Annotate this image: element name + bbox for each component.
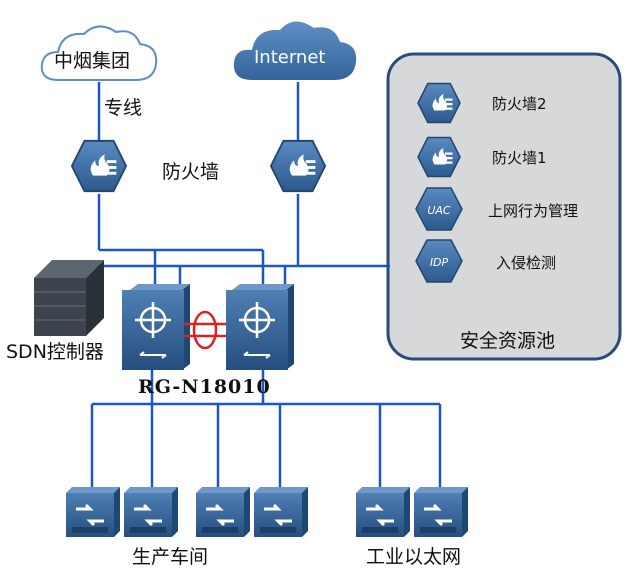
security-pool-title: 安全资源池 xyxy=(460,330,556,352)
core-switch-model-label: RG-N18010 xyxy=(138,376,271,398)
firewall-icon xyxy=(269,139,327,193)
cloud-internet xyxy=(233,21,357,80)
sdn-controller-icon xyxy=(34,260,104,336)
stack-link xyxy=(184,310,226,350)
pool-item-behavior-management: 上网行为管理 xyxy=(488,202,579,220)
access-switch xyxy=(254,487,308,537)
pool-item-firewall1: 防火墙1 xyxy=(492,149,547,167)
access-switch xyxy=(356,487,410,537)
sdn-controller-label: SDN控制器 xyxy=(6,341,104,363)
idp-badge: IDP xyxy=(430,256,449,269)
firewall-icon xyxy=(417,82,461,124)
uac-badge: UAC xyxy=(427,204,451,217)
idp-icon: IDP xyxy=(415,239,463,283)
industrial-ethernet-label: 工业以太网 xyxy=(366,546,462,568)
pool-item-intrusion-detection: 入侵检测 xyxy=(496,254,557,272)
firewall-icon xyxy=(417,136,461,178)
cloud-label-zhongyan: 中烟集团 xyxy=(54,50,131,72)
production-workshop-label: 生产车间 xyxy=(132,546,209,568)
core-switch-2 xyxy=(226,284,294,370)
access-switch xyxy=(414,487,468,537)
access-switch xyxy=(66,487,120,537)
cloud-label-internet: Internet xyxy=(254,47,326,68)
access-switch xyxy=(196,487,250,537)
access-switch xyxy=(124,487,178,537)
dedicated-line-label: 专线 xyxy=(104,97,143,119)
firewall-icon xyxy=(70,139,128,193)
uac-icon: UAC xyxy=(415,187,463,231)
cloud-zhongyan xyxy=(40,25,158,81)
connection-lines xyxy=(90,82,442,490)
pool-item-firewall2: 防火墙2 xyxy=(492,95,547,113)
firewall-label: 防火墙 xyxy=(162,161,220,183)
core-switch-1 xyxy=(122,284,190,370)
